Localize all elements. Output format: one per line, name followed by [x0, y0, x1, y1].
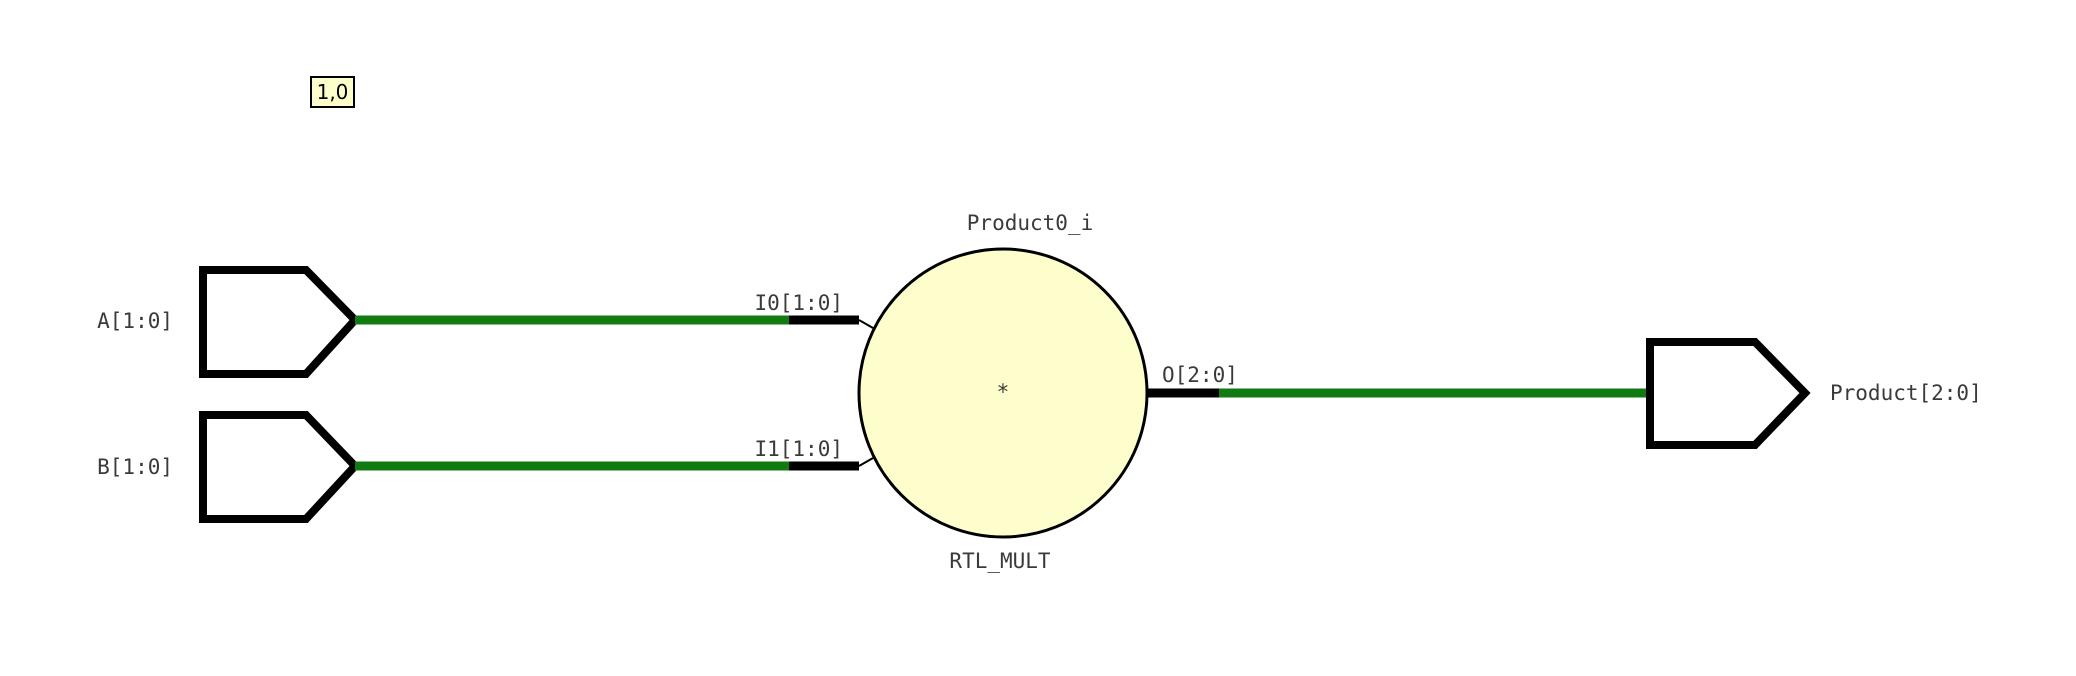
annotation-tag[interactable]: 1,0	[310, 76, 355, 108]
mult-cell[interactable]: * Product0_i RTL_MULT	[857, 211, 1149, 573]
input-port-a-shape	[199, 266, 361, 378]
annotation-tag-text: 1,0	[317, 80, 349, 104]
input-port-a-label: A[1:0]	[97, 309, 173, 333]
mult-cell-body	[857, 247, 1149, 539]
mult-cell-type: RTL_MULT	[949, 549, 1051, 573]
output-port-product-label: Product[2:0]	[1830, 381, 1982, 405]
input-port-b-label: B[1:0]	[97, 455, 173, 479]
mult-cell-instance-name: Product0_i	[967, 211, 1093, 235]
input-port-b[interactable]: B[1:0]	[97, 411, 361, 523]
mult-cell-symbol: *	[997, 380, 1010, 404]
pin-i0-lead	[858, 319, 874, 329]
pin-i1-label: I1[1:0]	[754, 437, 843, 461]
pin-i0-label: I0[1:0]	[754, 291, 843, 315]
output-port-product-shape	[1646, 338, 1811, 449]
pin-o-label: O[2:0]	[1162, 363, 1238, 387]
pin-i1-lead	[858, 457, 874, 467]
output-port-product[interactable]: Product[2:0]	[1646, 338, 1982, 449]
input-port-a[interactable]: A[1:0]	[97, 266, 361, 378]
input-port-b-shape	[199, 411, 361, 523]
